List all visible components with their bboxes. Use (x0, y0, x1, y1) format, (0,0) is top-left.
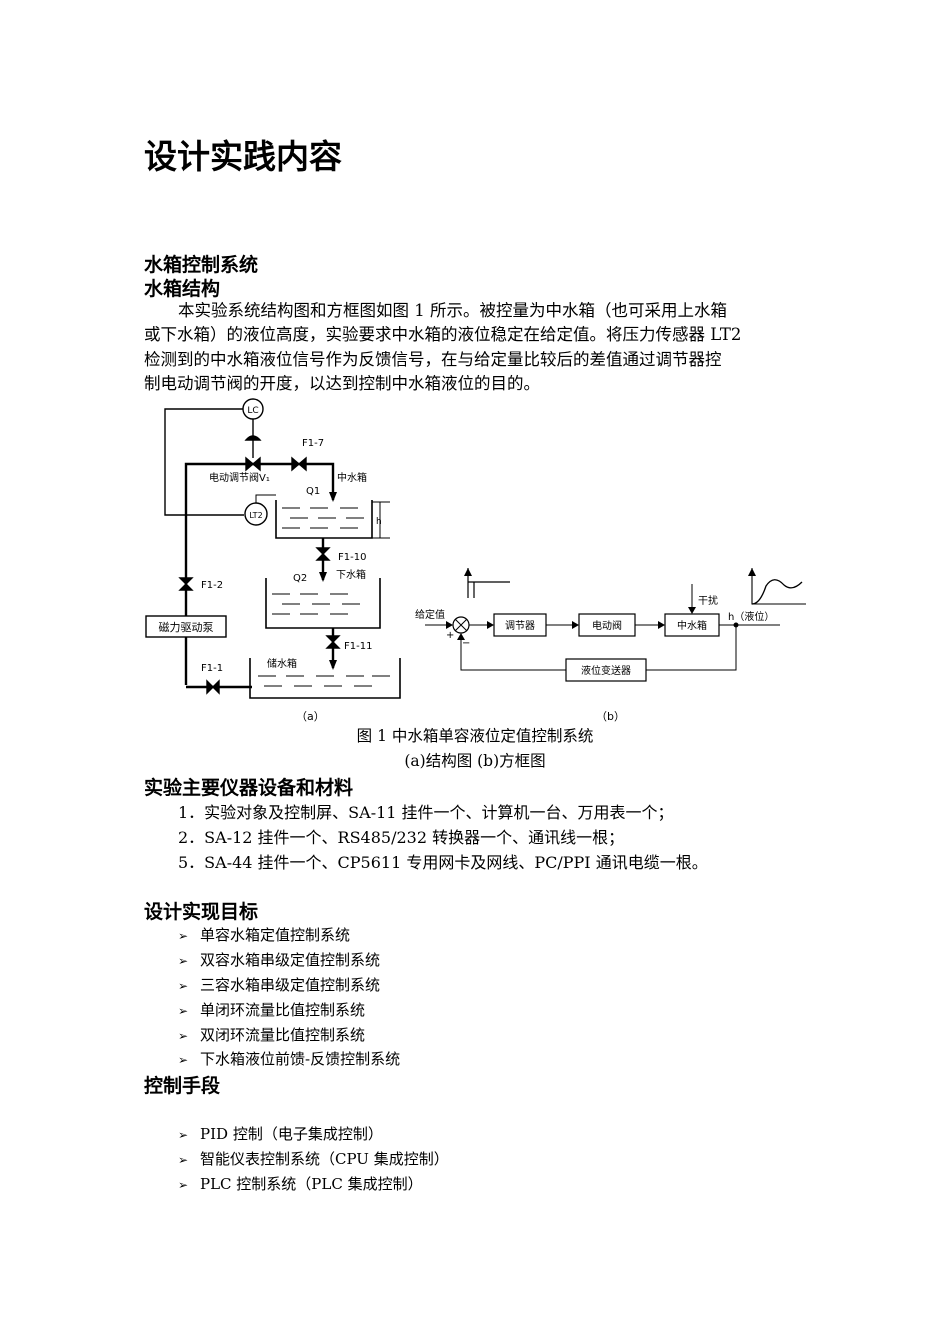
feedback-line (164, 408, 244, 516)
bullet-arrow-icon: ➢ (178, 1178, 189, 1192)
valve-block-label: 电动阀 (592, 619, 622, 632)
f110-label: F1-10 (338, 552, 366, 563)
section-heading-control-methods: 控制手段 (144, 1075, 221, 1097)
list-item: ➢ 智能仪表控制系统（CPU 集成控制） (178, 1148, 449, 1169)
pump-box (145, 615, 227, 638)
list-item: ➢ 单闭环流量比值控制系统 (178, 999, 365, 1020)
q1-label: Q1 (306, 486, 320, 497)
section-heading-water-tank-system: 水箱控制系统 (144, 254, 259, 276)
figure-diagram: LC F1-7 电动调节阀V₁ 中水箱 Q1 h LT2 F1-10 Q2 (145, 398, 806, 723)
storage-tank-label: 储水箱 (267, 657, 297, 670)
list-item: ➢ 单容水箱定值控制系统 (178, 924, 350, 945)
valve-label: 电动调节阀V₁ (209, 471, 270, 484)
q2-label: Q2 (293, 573, 307, 584)
bullet-arrow-icon: ➢ (178, 929, 189, 943)
disturbance-label: 干扰 (698, 594, 718, 607)
page-title: 设计实践内容 (144, 137, 342, 176)
lower-tank-label: 下水箱 (336, 568, 366, 581)
list-item: 2．SA-12 挂件一个、RS485/232 转换器一个、通讯线一根； (178, 828, 625, 847)
response-curve (751, 579, 803, 605)
section-heading-goals: 设计实现目标 (144, 901, 259, 923)
list-item-text: 三容水箱串级定值控制系统 (200, 976, 381, 994)
list-item-text: PLC 控制系统（PLC 集成控制） (200, 1175, 423, 1193)
list-item-text: 双闭环流量比值控制系统 (200, 1026, 366, 1044)
bullet-arrow-icon: ➢ (178, 1053, 189, 1067)
paragraph-line: 或下水箱）的液位高度，实验要求中水箱的液位稳定在给定值。将压力传感器 LT2 (144, 325, 742, 344)
minus-sign: − (462, 638, 470, 649)
lower-tank (265, 578, 381, 629)
figure-caption: 图 1 中水箱单容液位定值控制系统 (356, 727, 594, 745)
plus-sign: + (446, 630, 454, 641)
paragraph-line: 检测到的中水箱液位信号作为反馈信号，在与给定量比较后的差值通过调节器控 (144, 350, 722, 369)
list-item: ➢ 双闭环流量比值控制系统 (178, 1024, 365, 1045)
list-item: 5．SA-44 挂件一个、CP5611 专用网卡及网线、PC/PPI 通讯电缆一… (178, 853, 708, 872)
list-item: ➢ 下水箱液位前馈-反馈控制系统 (178, 1048, 400, 1069)
f111-label: F1-11 (344, 641, 372, 652)
section-heading-equipment: 实验主要仪器设备和材料 (144, 777, 354, 799)
controller-label: 调节器 (505, 620, 535, 632)
list-item: ➢ 双容水箱串级定值控制系统 (178, 949, 380, 970)
block-label-b: （b） (596, 710, 625, 723)
f11-label: F1-1 (201, 663, 223, 674)
subsection-heading-tank-structure: 水箱结构 (144, 278, 221, 300)
paragraph-line: 制电动调节阀的开度，以达到控制中水箱液位的目的。 (144, 374, 540, 393)
step-input-sketch (467, 568, 510, 598)
block-diagram: 给定值 + − 调节器 电动阀 中水箱 干扰 h（液位） (415, 568, 806, 723)
lc-label: LC (247, 406, 258, 416)
list-item-text: 单闭环流量比值控制系统 (200, 1001, 366, 1019)
list-item-text: 双容水箱串级定值控制系统 (200, 951, 381, 969)
list-item: 1．实验对象及控制屏、SA-11 挂件一个、计算机一台、万用表一个； (178, 803, 674, 822)
list-item: ➢ PID 控制（电子集成控制） (178, 1123, 383, 1144)
list-item-text: 下水箱液位前馈-反馈控制系统 (200, 1050, 401, 1068)
valve-f12-icon (178, 577, 194, 591)
transmitter-label: 液位变送器 (581, 664, 631, 677)
water-lines (282, 507, 364, 529)
f17-label: F1-7 (302, 438, 324, 449)
figure-subcaption: (a)结构图 (b)方框图 (404, 752, 546, 770)
pump-label: 磁力驱动泵 (159, 621, 214, 634)
bullet-arrow-icon: ➢ (178, 1004, 189, 1018)
bullet-arrow-icon: ➢ (178, 1128, 189, 1142)
valve-actuator-icon (244, 435, 262, 441)
tank-block-label: 中水箱 (677, 619, 707, 632)
bullet-arrow-icon: ➢ (178, 954, 189, 968)
storage-tank (249, 658, 401, 699)
list-item-text: 智能仪表控制系统（CPU 集成控制） (200, 1150, 449, 1168)
h-label: h (376, 517, 382, 527)
structure-label-a: （a） (296, 710, 325, 723)
mid-tank-label: 中水箱 (337, 471, 367, 484)
valve-f110-icon (315, 547, 331, 561)
lt2-label: LT2 (249, 511, 262, 520)
bullet-arrow-icon: ➢ (178, 1029, 189, 1043)
list-item: ➢ PLC 控制系统（PLC 集成控制） (178, 1173, 423, 1194)
valve-f111-icon (325, 635, 341, 649)
list-item-text: 单容水箱定值控制系统 (200, 926, 351, 944)
mid-tank (275, 500, 373, 539)
valve-f11-icon (206, 679, 220, 695)
list-item: ➢ 三容水箱串级定值控制系统 (178, 974, 380, 995)
bullet-arrow-icon: ➢ (178, 979, 189, 993)
bullet-arrow-icon: ➢ (178, 1153, 189, 1167)
setpoint-label: 给定值 (415, 608, 445, 621)
paragraph-line: 本实验系统结构图和方框图如图 1 所示。被控量为中水箱（也可采用上水箱 (178, 301, 727, 320)
valve-f17-icon (291, 456, 307, 472)
list-item-text: PID 控制（电子集成控制） (200, 1125, 383, 1143)
supply-pipe (184, 462, 335, 685)
structure-diagram: LC F1-7 电动调节阀V₁ 中水箱 Q1 h LT2 F1-10 Q2 (145, 398, 401, 723)
f12-label: F1-2 (201, 580, 223, 591)
output-label: h（液位） (728, 610, 774, 623)
